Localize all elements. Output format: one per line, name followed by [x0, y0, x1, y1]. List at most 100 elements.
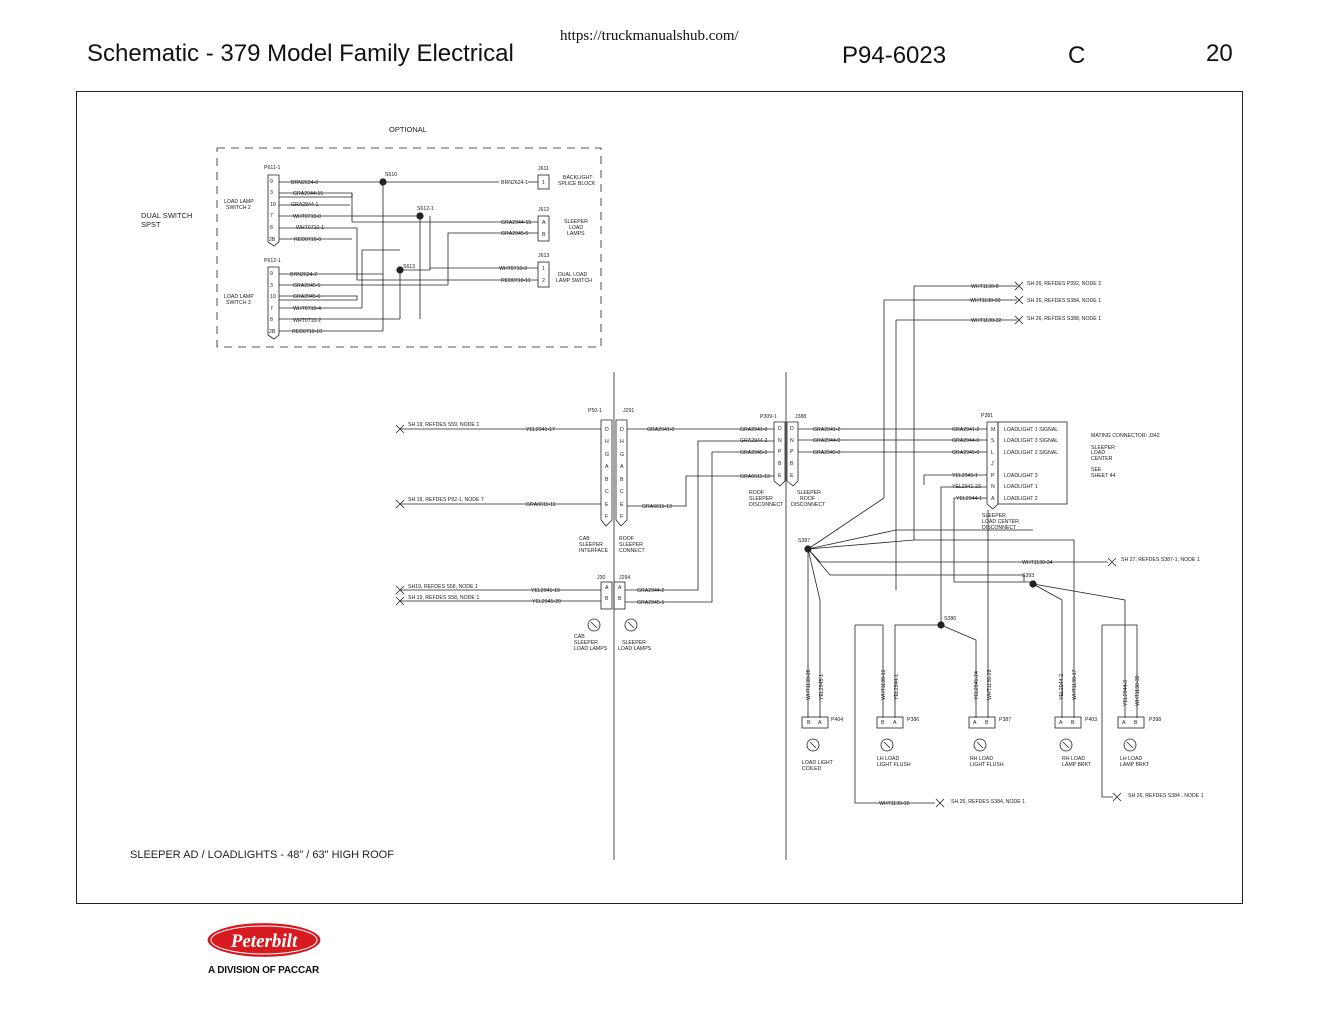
p403-name: P403 [1085, 717, 1097, 723]
lamp-desc: LAMP BRKT [1062, 762, 1092, 768]
svg-text:B: B [807, 720, 811, 726]
pin: N [790, 438, 794, 444]
logo-text: Peterbilt [230, 931, 298, 952]
pin: 7 [270, 213, 273, 219]
p403-connector [1054, 716, 1082, 729]
pin: 7 [270, 306, 273, 312]
cab-label: INTERFACE [579, 548, 609, 554]
svg-text:B: B [1134, 720, 1138, 726]
svg-text:B: B [985, 720, 989, 726]
pin: A [620, 464, 624, 470]
p50-name: P50-1 [588, 408, 602, 414]
pin: F [605, 514, 608, 520]
lamp-icon [624, 618, 638, 632]
wire-label: YEL2945-1 [819, 674, 825, 700]
function-label: LOADLIGHT 3 SIGNAL [1004, 438, 1058, 444]
svg-text:B: B [1071, 720, 1075, 726]
lamp-desc: RH LOAD [970, 756, 993, 762]
revision: C [1068, 42, 1086, 69]
pin: B [620, 477, 624, 483]
reference-label: SH19, REFDES S58, NODE 1 [408, 584, 478, 590]
s610-label: S610 [385, 172, 397, 178]
top-right-references: WHT1130-8 WHT1130-33 WHT1130-32 SH 26, R… [883, 281, 1101, 590]
pin: H [605, 439, 609, 445]
wire-label: YEL2941-20 [532, 599, 561, 605]
splice-network: S387 WHT1130-34 SH 27, REFDES S387-1, NO… [798, 497, 1204, 808]
wire-label: GRA2941-0 [647, 427, 675, 433]
s387-label: S387 [798, 538, 810, 544]
p309-desc: DISCONNECT [791, 502, 826, 508]
p611-connector [267, 174, 280, 247]
pin: 2B [269, 329, 276, 335]
pin: A [991, 496, 995, 502]
j612-name: J612 [538, 207, 549, 213]
pin: C [620, 489, 624, 495]
pin: D [605, 427, 609, 433]
source-url[interactable]: https://truckmanualshub.com/ [560, 28, 739, 44]
pin: B [618, 596, 622, 602]
j613-desc: DUAL LOAD [558, 272, 587, 278]
j612-connector [537, 215, 550, 242]
pin: 9 [270, 179, 273, 185]
svg-text:A: A [1059, 720, 1063, 726]
function-label: LOADLIGHT 3 [1004, 473, 1038, 479]
mating-connector: SHEET 44 [1091, 473, 1116, 479]
pin: 2 [542, 278, 545, 284]
splice-dot [379, 178, 387, 186]
wire-label: WHT0710-4 [293, 306, 321, 312]
pin: 1 [542, 266, 545, 272]
spst-label: SPST [141, 220, 161, 229]
j611-name: J611 [538, 166, 549, 172]
splice-dot [396, 266, 404, 274]
division-text: A DIVISION OF PACCAR [208, 965, 320, 976]
j612-desc: LAMPS [567, 231, 585, 237]
function-label: LOADLIGHT 1 SIGNAL [1004, 427, 1058, 433]
p386-connector [876, 716, 904, 729]
wire-label: WHT0710-2 [293, 318, 321, 324]
p387-name: P387 [999, 717, 1011, 723]
p381-desc: DISCONNECT [982, 525, 1017, 531]
pin: B [605, 596, 609, 602]
wire-label: YEL2944-1 [956, 496, 982, 502]
pin: N [991, 484, 995, 490]
wire-label: YEL2941-19 [531, 588, 560, 594]
s386-label: S386 [944, 616, 956, 622]
wire-label: WHT1130-34 [1022, 560, 1053, 566]
lamp-icon [1059, 738, 1073, 752]
pin: J [991, 461, 994, 467]
pin: 10 [270, 294, 276, 300]
p387-connector [968, 716, 996, 729]
svg-text:A: A [893, 720, 897, 726]
lamp-desc: RH LOAD [1062, 756, 1085, 762]
svg-text:A: A [1122, 720, 1126, 726]
wire-label: GRA2944-15 [293, 191, 323, 197]
pin: L [991, 450, 994, 456]
p381-name: P381 [981, 413, 993, 419]
p398-connector [1117, 716, 1145, 729]
svg-text:A: A [818, 720, 822, 726]
pin: P [790, 449, 794, 455]
pin: E [778, 473, 782, 479]
pin: 1 [542, 180, 545, 186]
j612-desc: LOAD [569, 225, 583, 231]
wire-label: GRA2944-0 [813, 438, 841, 444]
wire-label: WHT1130-28 [806, 669, 812, 700]
lamp-desc: SLEEPER [574, 640, 598, 646]
wire-label: GRA2945-1 [740, 450, 768, 456]
splice-dot [416, 212, 424, 220]
pin: A [605, 585, 609, 591]
pin: E [620, 502, 624, 508]
j612-desc: SLEEPER [564, 219, 588, 225]
p612-desc-2: SWITCH 3 [226, 300, 251, 306]
mating-connector: MATING CONNECTOR: J342 [1091, 433, 1160, 439]
roof-label: CONNECT [619, 548, 645, 554]
p381-desc: LOAD CENTER [982, 519, 1019, 525]
wire-label: RED0710-10 [292, 329, 322, 335]
pin: 8 [270, 225, 273, 231]
pin: D [778, 426, 782, 432]
pin: A [542, 220, 546, 226]
wire-label: WHT1130-16 [881, 669, 887, 700]
svg-text:B: B [881, 720, 885, 726]
svg-text:A: A [973, 720, 977, 726]
lamp-desc: SLEEPER [622, 640, 646, 646]
